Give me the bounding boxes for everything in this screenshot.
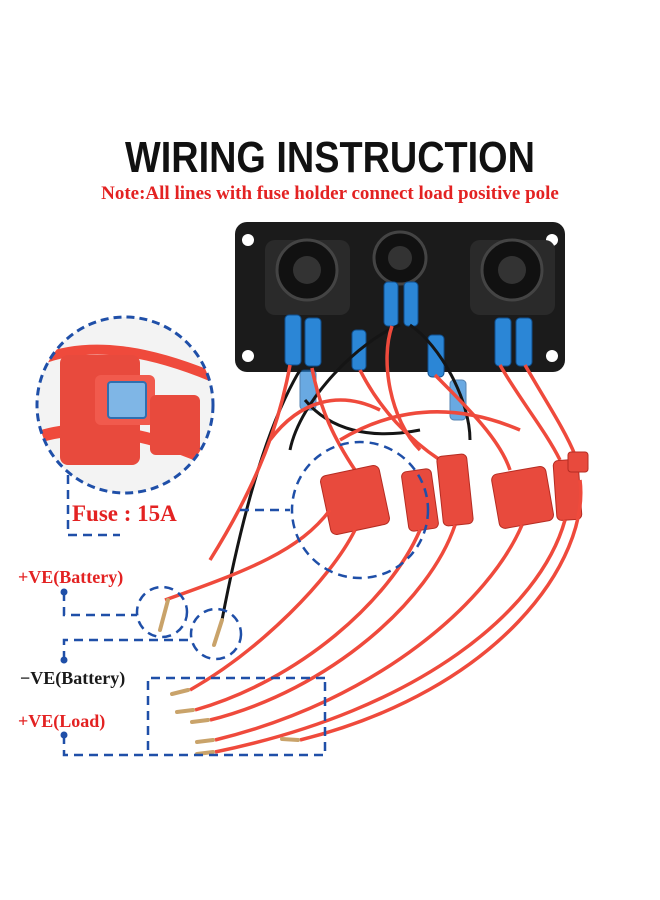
- guide-lines: [62, 440, 430, 757]
- page-title: WIRING INSTRUCTION: [125, 133, 535, 182]
- blue-terminals: [284, 281, 533, 421]
- red-wires-lower: [164, 479, 583, 754]
- wire-tips: [158, 598, 300, 756]
- guide-dots: [60, 588, 68, 739]
- wiring-note: Note:All lines with fuse holder connect …: [101, 183, 559, 204]
- socket-left: [265, 238, 350, 315]
- red-wires-upper: [208, 325, 577, 561]
- fuse-rating-label: Fuse : 15A: [72, 501, 177, 526]
- socket-middle: [372, 230, 428, 286]
- fuse-holders: [320, 451, 589, 535]
- load-positive-label: +VE(Load): [18, 711, 106, 731]
- fuse-magnifier: [35, 315, 215, 495]
- socket-right: [470, 238, 555, 315]
- battery-positive-label: +VE(Battery): [18, 567, 124, 587]
- battery-negative-label: −VE(Battery): [20, 668, 126, 688]
